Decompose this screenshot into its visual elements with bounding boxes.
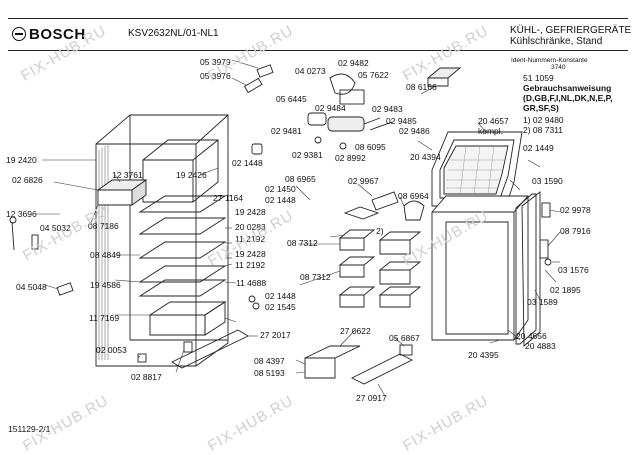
manual-title: Gebrauchsanweisung [523,83,612,93]
part-label: 05 6445 [276,94,307,104]
part-label: 02 9482 [338,58,369,68]
part-label: 02 1545 [265,302,296,312]
part-label: 08 6095 [355,142,386,152]
part-label: 20 4883 [525,341,556,351]
part-label: 02 9484 [315,103,346,113]
brand-logo: BOSCH [12,26,86,43]
fridge-door [431,191,541,347]
manual-langs-1: (D,GB,F,I,NL,DK,N,E,P, [523,93,613,103]
part-label: 20 4395 [468,350,499,360]
part-label: 27 2017 [260,330,291,340]
part-label: 02 9483 [372,104,403,114]
part-label: 02 8992 [335,153,366,163]
part-label: 19 2428 [235,207,266,217]
brand-name: BOSCH [29,26,86,43]
part-label: 08 6166 [406,82,437,92]
part-label: 02 1448 [265,291,296,301]
part-label: 19 2426 [176,170,207,180]
model-number: KSV2632NL/01-NL1 [128,28,219,39]
part-label: 08 4849 [90,250,121,260]
part-label: 27 0622 [340,326,371,336]
part-label: 02 9381 [292,150,323,160]
part-label: 02 8817 [131,372,162,382]
part-label: 05 6867 [389,333,420,343]
part-label: 27 0917 [356,393,387,403]
part-label: 02 9978 [560,205,591,215]
part-label: 02 1449 [523,143,554,153]
part-label: 02 6826 [12,175,43,185]
bosch-logo-icon [12,27,26,41]
ice-tray [96,179,148,206]
category-line-1: KÜHL-, GEFRIERGERÄTE [510,25,632,36]
part-label: 02 1448 [232,158,263,168]
part-label: 27 1164 [213,193,244,203]
manual-langs-2: GR,SF,S) [523,103,559,113]
manual-code: 51 1059 [523,73,554,83]
ident-label: Ident-Nummern-Konstante [511,57,588,64]
ident-value: 3740 [551,64,566,71]
part-label: 02 9485 [386,116,417,126]
part-label: 08 7312 [300,272,331,282]
part-label: 11 2192 [235,260,266,270]
part-label: 02 1895 [550,285,581,295]
part-label: 08 6964 [398,191,429,201]
note-2: 2) 08 7311 [523,125,564,135]
part-label: 05 3979 [200,57,231,67]
part-label: 04 5048 [16,282,47,292]
part-label: 11 2192 [235,234,266,244]
bottom-parts [171,329,414,385]
part-label: 2) [376,226,384,236]
part-label: 19 2428 [235,249,266,259]
note-1: 1) 02 9480 [523,115,564,125]
cabinet-body [95,114,229,367]
thermostat-assembly [243,64,393,150]
part-label: 08 5193 [254,368,285,378]
category-line-2: Kühlschränke, Stand [510,36,603,47]
part-label: 03 1590 [532,176,563,186]
part-label: 12 3761 [112,170,143,180]
part-label: 20 4394 [410,152,441,162]
part-label: 12 3696 [6,209,37,219]
part-label: 02 1450 [265,184,296,194]
part-label: 11 4688 [236,278,267,288]
header-bottom-rule [8,50,628,51]
part-label: 02 0053 [96,345,127,355]
part-label: 02 1448 [265,195,296,205]
part-label: 20 4657 [478,116,509,126]
part-label: 02 9967 [348,176,379,186]
part-label: 03 1589 [527,297,558,307]
part-label: 20 4656 [516,331,547,341]
part-label: 08 4397 [254,356,285,366]
header-top-rule [8,18,628,19]
part-label: 11 7169 [89,313,120,323]
part-label: 02 9481 [271,126,302,136]
small-parts [9,143,552,363]
part-label: 08 7916 [560,226,591,236]
document-id: 151129-2/1 [8,424,51,434]
part-label: 05 3976 [200,71,231,81]
part-label: 04 5032 [40,223,71,233]
part-label: 19 4586 [90,280,121,290]
part-label: 19 2420 [6,155,37,165]
freezer-door [431,131,523,207]
part-label: 08 7186 [88,221,119,231]
leader-lines [36,59,561,397]
part-label: kompl. [478,126,504,136]
part-label: 05 7622 [358,70,389,80]
part-label: 08 6965 [285,174,316,184]
part-label: 03 1576 [558,265,589,275]
part-label: 04 0273 [295,66,326,76]
crisper-drawer [148,301,227,336]
part-08-6166-side [427,77,449,87]
part-label: 02 9486 [399,126,430,136]
door-bins [338,206,422,308]
part-label: 20 0283 [235,222,266,232]
part-label: 08 7312 [287,238,318,248]
